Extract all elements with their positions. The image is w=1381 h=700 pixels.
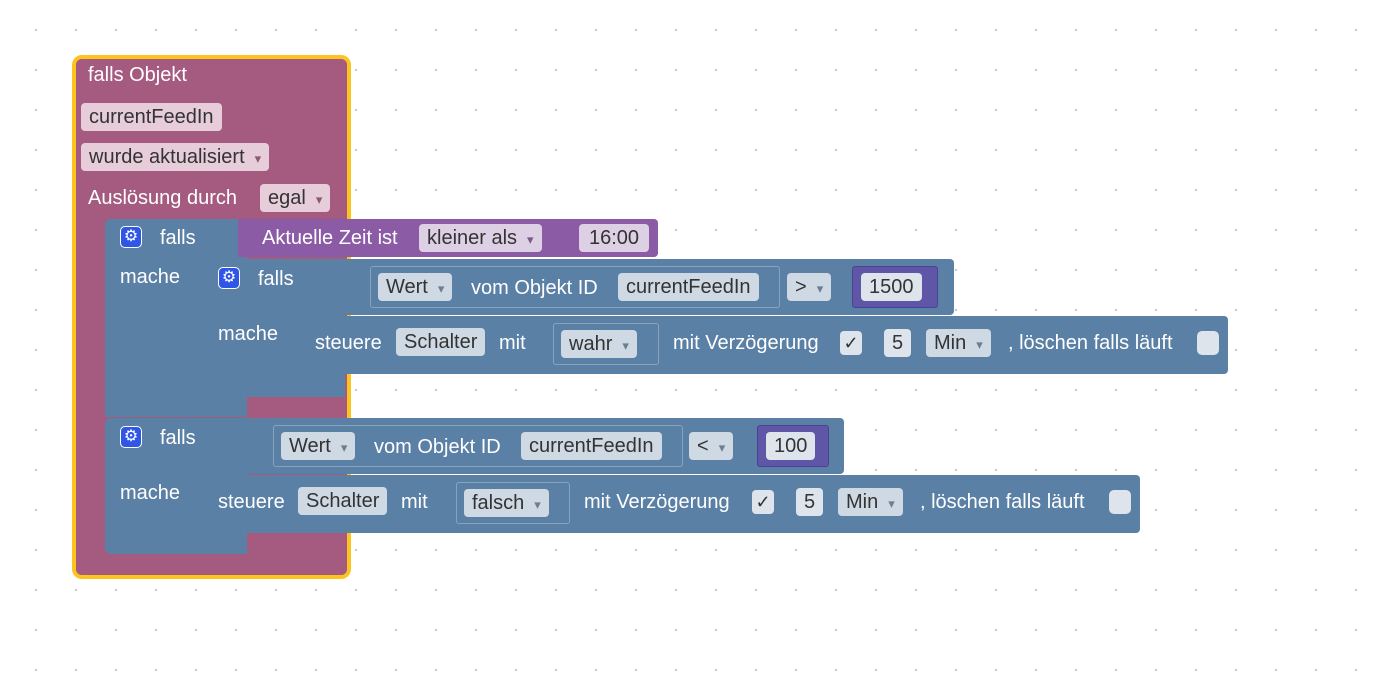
action-target-2[interactable]: Schalter <box>396 328 486 356</box>
gear-icon[interactable]: ⚙ <box>120 226 142 248</box>
trigger-by-dropdown[interactable]: egal <box>260 184 331 212</box>
clear-label-2: , löschen falls läuft <box>1008 332 1173 354</box>
if-3-label: falls <box>160 427 196 449</box>
gear-icon[interactable]: ⚙ <box>218 267 240 289</box>
if-1-label: falls <box>160 227 196 249</box>
time-operator-dropdown[interactable]: kleiner als <box>419 224 542 252</box>
delay-label-2: mit Verzögerung <box>673 332 819 354</box>
delay-label-3: mit Verzögerung <box>584 491 730 513</box>
clear-checkbox-2[interactable] <box>1197 331 1219 355</box>
time-condition-label: Aktuelle Zeit ist <box>262 227 398 249</box>
object-id-field-2[interactable]: currentFeedIn <box>618 273 759 301</box>
trigger-block-spine <box>76 210 103 565</box>
from-object-label-2: vom Objekt ID <box>471 277 598 299</box>
do-1-label: mache <box>120 266 181 288</box>
bool-slot-3 <box>456 482 570 524</box>
trigger-block-footer <box>76 557 347 575</box>
action-label-2: steuere <box>315 332 382 354</box>
delay-unit-3[interactable]: Min <box>838 488 903 516</box>
checkmark-icon[interactable]: ✓ <box>840 331 862 355</box>
bool-dropdown-2[interactable]: wahr <box>561 330 637 358</box>
gear-icon[interactable]: ⚙ <box>120 426 142 448</box>
action-with-label-3: mit <box>401 491 428 513</box>
clear-label-3: , löschen falls läuft <box>920 491 1085 513</box>
trigger-event-dropdown[interactable]: wurde aktualisiert <box>81 143 270 171</box>
value-dropdown-3[interactable]: Wert <box>281 432 356 460</box>
number-field-2[interactable]: 1500 <box>861 273 922 301</box>
clear-checkbox-3[interactable] <box>1109 490 1131 514</box>
bool-dropdown-3[interactable]: falsch <box>464 489 549 517</box>
trigger-object-id[interactable]: currentFeedIn <box>81 103 222 131</box>
value-dropdown-2[interactable]: Wert <box>378 273 453 301</box>
operator-dropdown-2[interactable]: > <box>787 273 832 301</box>
action-label-3: steuere <box>218 491 285 513</box>
action-with-label-2: mit <box>499 332 526 354</box>
if-2-label: falls <box>258 268 294 290</box>
trigger-by-label: Auslösung durch <box>88 187 237 209</box>
object-id-field-3[interactable]: currentFeedIn <box>521 432 662 460</box>
bool-slot-2 <box>553 323 659 365</box>
value-slot-3 <box>273 425 683 467</box>
action-target-3[interactable]: Schalter <box>298 487 388 515</box>
do-3-label: mache <box>120 482 181 504</box>
trigger-title: falls Objekt <box>88 64 187 86</box>
time-value-field[interactable]: 16:00 <box>579 224 649 252</box>
operator-dropdown-3[interactable]: < <box>689 432 734 460</box>
delay-unit-2[interactable]: Min <box>926 329 991 357</box>
number-field-3[interactable]: 100 <box>766 432 816 460</box>
checkmark-icon[interactable]: ✓ <box>752 490 774 514</box>
delay-amount-2[interactable]: 5 <box>884 329 912 357</box>
do-2-label: mache <box>218 323 279 345</box>
value-slot-2 <box>370 266 780 308</box>
from-object-label-3: vom Objekt ID <box>374 436 501 458</box>
delay-amount-3[interactable]: 5 <box>796 488 824 516</box>
